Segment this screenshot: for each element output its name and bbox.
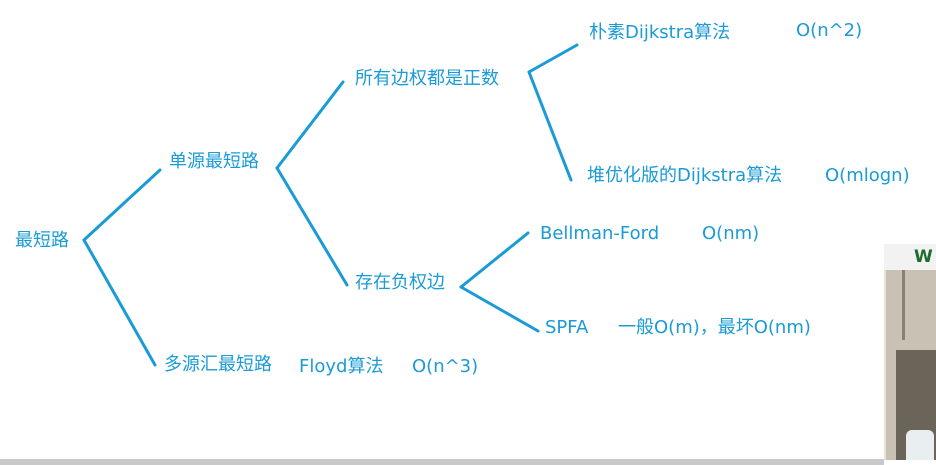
webcam-video-feed[interactable] — [884, 270, 936, 460]
complexity-spfa: 一般O(m)，最坏O(nm) — [618, 317, 811, 338]
edge-positive-heap — [527, 70, 573, 182]
edge-single-source-negative — [275, 166, 349, 287]
node-naive-dijkstra: 朴素Dijkstra算法 — [589, 22, 731, 43]
complexity-bellman-ford: O(nm) — [702, 223, 760, 244]
webcam-header — [884, 244, 936, 270]
webcam-scene-object — [906, 430, 934, 460]
edge-negative-bellman — [459, 231, 530, 289]
node-all-positive: 所有边权都是正数 — [355, 68, 499, 89]
edge-root-single-source — [82, 168, 162, 242]
node-floyd: Floyd算法 — [299, 356, 384, 377]
node-heap-dijkstra: 堆优化版的Dijkstra算法 — [587, 165, 783, 186]
bottom-scrollbar[interactable] — [0, 459, 884, 465]
node-bellman-ford: Bellman-Ford — [540, 223, 660, 244]
complexity-floyd: O(n^3) — [412, 356, 479, 377]
node-single-source: 单源最短路 — [169, 151, 259, 172]
webcam-label: W — [914, 247, 933, 267]
edge-root-multi-source — [82, 238, 157, 367]
edge-single-source-positive — [275, 80, 345, 170]
complexity-naive-dijkstra: O(n^2) — [796, 20, 863, 41]
complexity-heap-dijkstra: O(mlogn) — [825, 165, 910, 186]
node-multi-source: 多源汇最短路 — [164, 354, 272, 375]
node-root: 最短路 — [15, 230, 69, 251]
node-spfa: SPFA — [545, 317, 589, 338]
edge-positive-naive — [527, 43, 579, 74]
edge-negative-spfa — [459, 285, 540, 333]
node-negative-edges: 存在负权边 — [355, 272, 445, 293]
webcam-scene-rope — [902, 270, 905, 340]
